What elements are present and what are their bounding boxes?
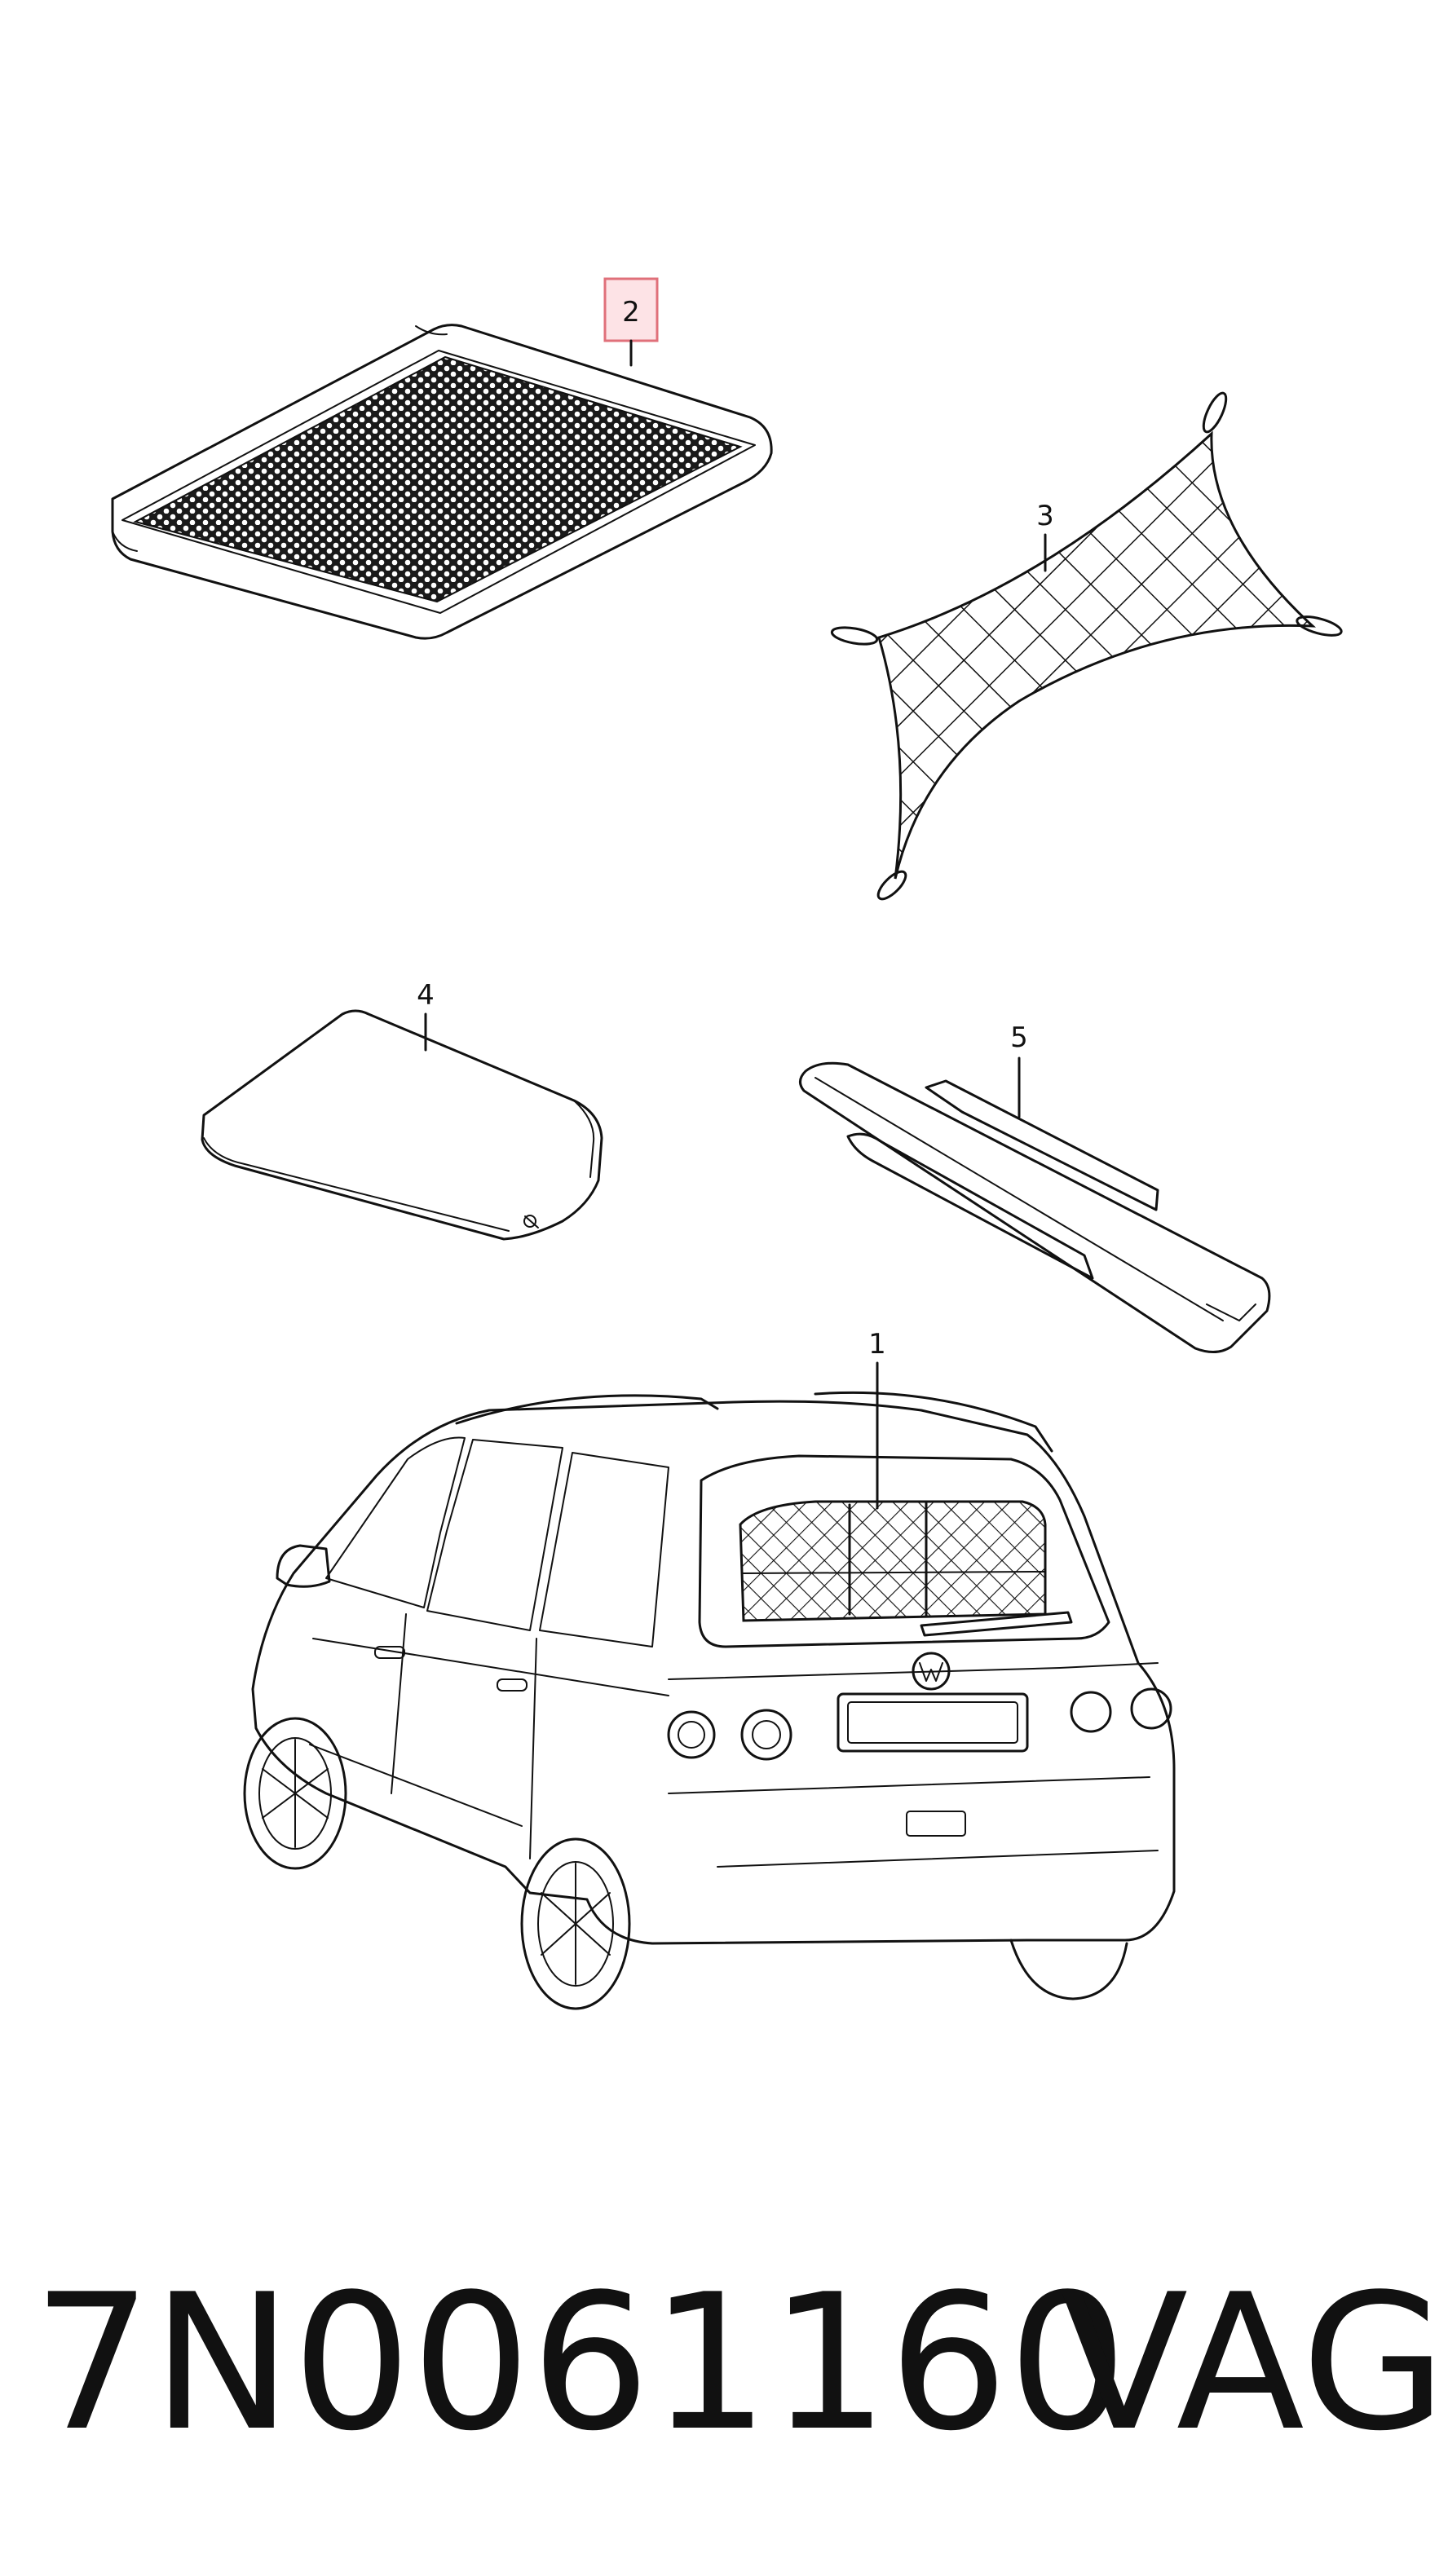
callout-2-label: 2 — [622, 296, 640, 329]
parts-diagram: 2 3 4 5 — [111, 277, 1343, 2010]
luggage-tray-mesh — [111, 324, 773, 640]
callout-5: 5 — [1010, 1021, 1028, 1118]
callout-1: 1 — [868, 1328, 886, 1510]
luggage-net — [830, 391, 1343, 901]
callout-5-label: 5 — [1010, 1021, 1028, 1054]
luggage-cover-roll — [799, 1061, 1271, 1353]
callout-3-label: 3 — [1036, 500, 1054, 532]
brand-name: VAG — [1060, 2255, 1447, 2472]
callout-2: 2 — [603, 277, 659, 367]
part-number: 7N0061160 — [33, 2255, 1128, 2472]
part-footer: 7N0061160 VAG — [0, 2266, 1448, 2462]
floor-cover — [201, 1009, 603, 1241]
callout-4-label: 4 — [417, 979, 435, 1012]
callout-4: 4 — [417, 979, 435, 1052]
callout-3: 3 — [1036, 500, 1054, 572]
callout-1-label: 1 — [868, 1328, 886, 1361]
vehicle-rear-view — [243, 1391, 1176, 2010]
